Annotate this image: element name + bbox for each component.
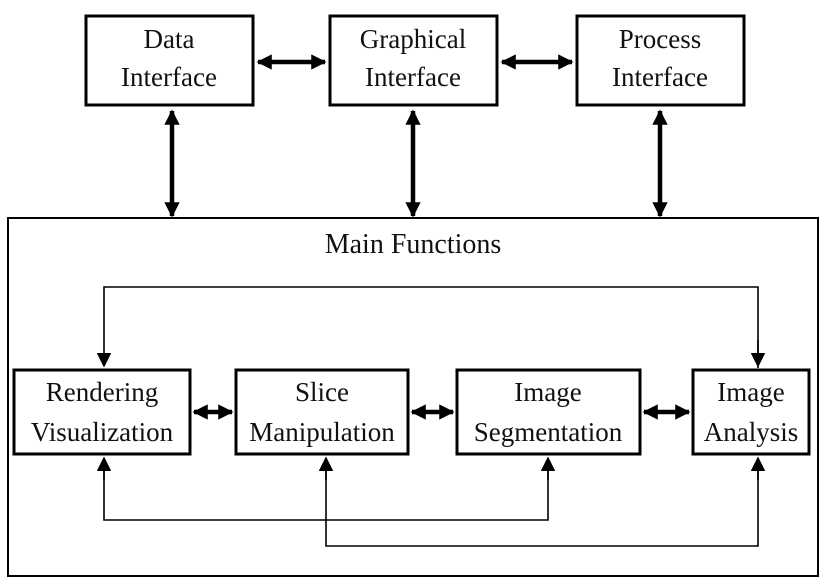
graphical-interface-box: Graphical Interface bbox=[328, 14, 499, 107]
graphical-interface-label-line2: Interface bbox=[365, 62, 461, 92]
analysis-label-line2: Analysis bbox=[704, 417, 799, 447]
image-segmentation-box: Image Segmentation bbox=[455, 368, 642, 456]
data-interface-box: Data Interface bbox=[84, 14, 255, 107]
process-interface-label-line2: Interface bbox=[612, 62, 708, 92]
slice-label-line2: Manipulation bbox=[249, 417, 395, 447]
segmentation-label-line1: Image bbox=[514, 377, 581, 407]
loop-slice-analysis bbox=[325, 458, 759, 547]
rendering-label-line2: Visualization bbox=[31, 417, 174, 447]
slice-label-line1: Slice bbox=[295, 377, 349, 407]
data-interface-label-line1: Data bbox=[144, 24, 195, 54]
graphical-interface-label-line1: Graphical bbox=[360, 24, 466, 54]
data-interface-label-line2: Interface bbox=[121, 62, 217, 92]
segmentation-label-line2: Segmentation bbox=[474, 417, 623, 447]
rendering-label-line1: Rendering bbox=[46, 377, 158, 407]
rendering-visualization-box: Rendering Visualization bbox=[12, 368, 192, 456]
loop-analysis-to-rendering bbox=[96, 286, 759, 368]
process-interface-box: Process Interface bbox=[575, 14, 746, 107]
process-interface-label-line1: Process bbox=[619, 24, 702, 54]
image-analysis-box: Image Analysis bbox=[691, 368, 811, 456]
analysis-label-line1: Image bbox=[717, 377, 784, 407]
slice-manipulation-box: Slice Manipulation bbox=[234, 368, 410, 456]
main-functions-title: Main Functions bbox=[325, 229, 502, 260]
